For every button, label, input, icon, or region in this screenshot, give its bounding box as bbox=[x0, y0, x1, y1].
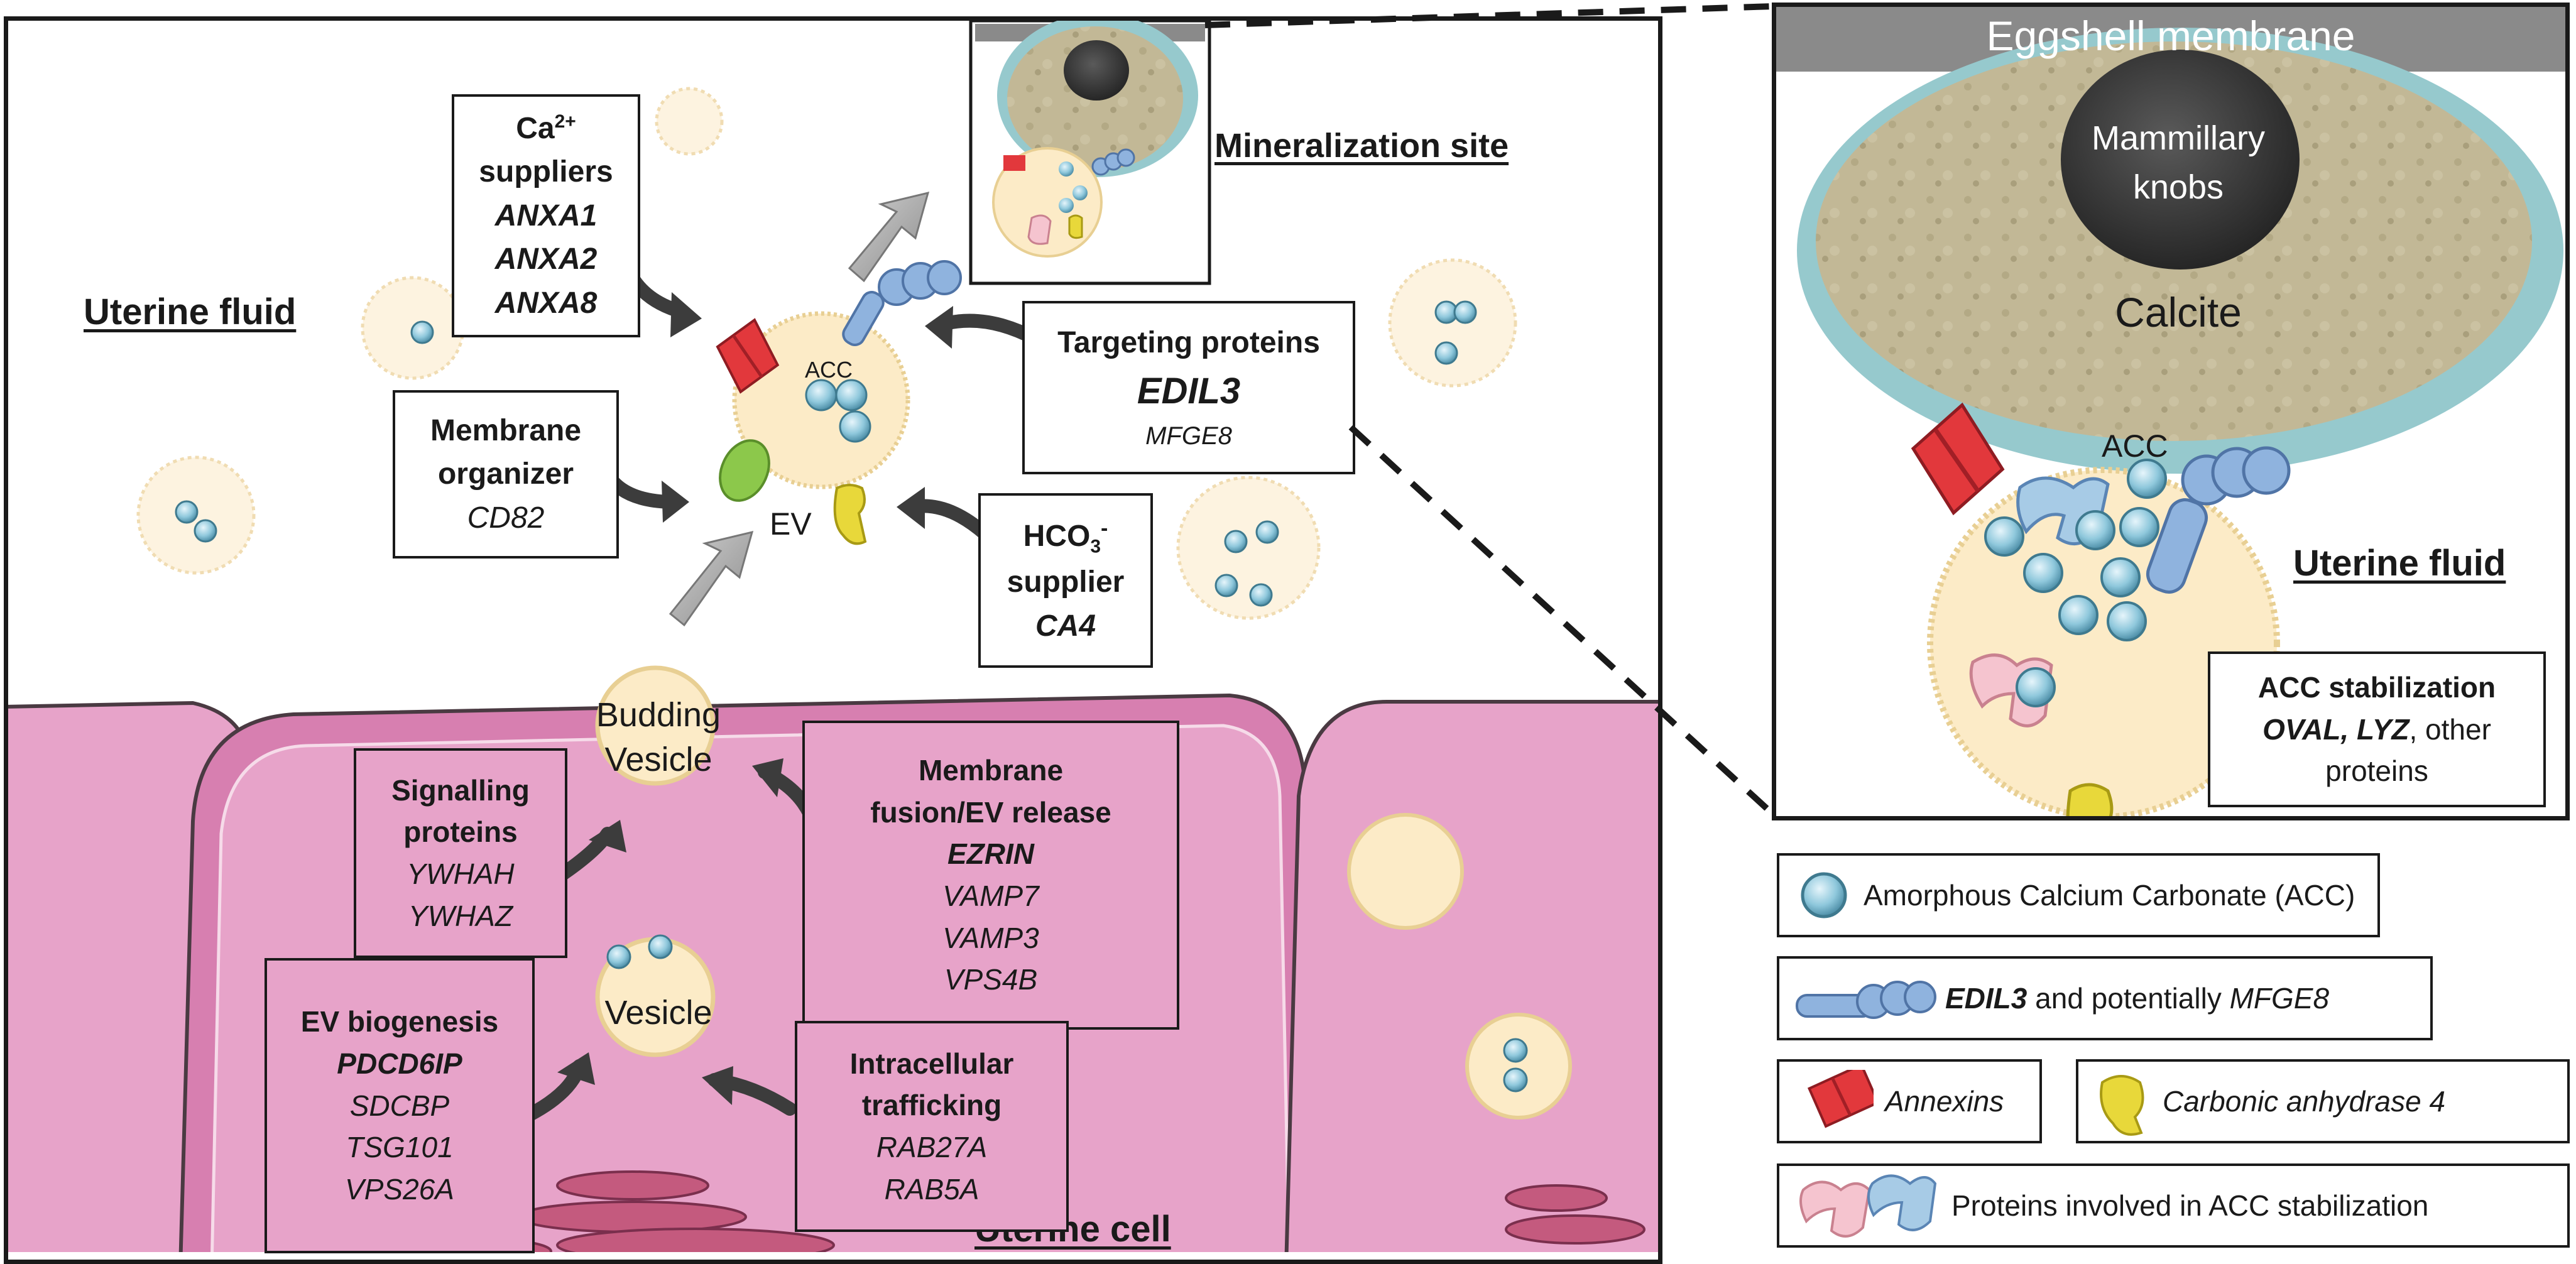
legend-edil3: EDIL3 and potentially MFGE8 bbox=[1777, 956, 2433, 1040]
acc-stabilization-title: ACC stabilization bbox=[2257, 670, 2496, 704]
gene-rab27a: RAB27A bbox=[876, 1131, 988, 1163]
budding-label-line2: Vesicle bbox=[604, 741, 712, 779]
legend-annexins: Annexins bbox=[1777, 1059, 2042, 1143]
ca-suppliers-subtitle: suppliers bbox=[479, 155, 613, 189]
ca-suppliers-box: Ca2+ suppliers ANXA1 ANXA2 ANXA8 bbox=[452, 94, 640, 337]
membrane-organizer-title1: Membrane bbox=[430, 413, 582, 447]
hco3-supplier-box: HCO3- supplier CA4 bbox=[978, 493, 1153, 668]
legend-ca4: Carbonic anhydrase 4 bbox=[2076, 1059, 2570, 1143]
gene-cd82: CD82 bbox=[467, 501, 545, 535]
gene-anxa1: ANXA1 bbox=[494, 199, 598, 232]
gene-tsg101: TSG101 bbox=[346, 1131, 454, 1164]
gene-vamp3: VAMP3 bbox=[942, 921, 1039, 954]
gene-mfge8: MFGE8 bbox=[1145, 422, 1232, 450]
hco3-title: HCO3- bbox=[1023, 516, 1108, 557]
zoom-acc-label: ACC bbox=[2102, 428, 2168, 464]
extracellular-vesicle bbox=[732, 311, 910, 489]
trafficking-title1: Intracellular bbox=[849, 1047, 1014, 1080]
uterine-fluid-label: Uterine fluid bbox=[84, 291, 297, 332]
acc-icon bbox=[1801, 872, 1847, 918]
gene-anxa2: ANXA2 bbox=[494, 242, 598, 276]
gene-edil3: EDIL3 bbox=[1137, 370, 1241, 411]
gene-pdcd6ip: PDCD6IP bbox=[337, 1047, 462, 1080]
ca-suppliers-title: Ca2+ bbox=[516, 111, 576, 145]
zoom-panel: Eggshell membrane Mammillary knobs Calci… bbox=[1772, 3, 2570, 820]
signalling-title2: proteins bbox=[403, 815, 518, 849]
mammillary-line2: knobs bbox=[2132, 168, 2224, 207]
membrane-organizer-box: Membrane organizer CD82 bbox=[393, 390, 619, 558]
gene-vps4b: VPS4B bbox=[944, 963, 1038, 996]
vesicle-label: Vesicle bbox=[604, 994, 712, 1032]
targeting-proteins-title: Targeting proteins bbox=[1057, 326, 1320, 360]
mammillary-line1: Mammillary bbox=[2092, 119, 2265, 157]
zoom-uterine-fluid-label: Uterine fluid bbox=[2293, 543, 2506, 584]
membrane-fusion-box: Membrane fusion/EV release EZRIN VAMP7 V… bbox=[802, 721, 1179, 1030]
ev-label: EV bbox=[770, 506, 812, 542]
mineralization-zoom-illustration bbox=[1776, 7, 2565, 816]
membrane-fusion-title2: fusion/EV release bbox=[870, 795, 1111, 829]
gene-anxa8: ANXA8 bbox=[494, 286, 598, 320]
gene-sdcbp: SDCBP bbox=[349, 1089, 450, 1122]
carbonic-anhydrase-icon bbox=[2100, 1075, 2144, 1136]
legend-edil3-label: EDIL3 and potentially MFGE8 bbox=[1945, 982, 2330, 1015]
ev-biogenesis-title: EV biogenesis bbox=[300, 1005, 499, 1038]
acc-stabilization-proteins: OVAL, LYZ, other bbox=[2262, 712, 2491, 746]
signalling-title1: Signalling bbox=[391, 773, 530, 807]
membrane-fusion-title1: Membrane bbox=[918, 753, 1064, 787]
gene-ezrin: EZRIN bbox=[947, 837, 1034, 871]
gene-ywhah: YWHAH bbox=[407, 858, 515, 890]
main-panel: Uterine fluid Mineralization site Uterin… bbox=[4, 16, 1662, 1264]
targeting-proteins-box: Targeting proteins EDIL3 MFGE8 bbox=[1022, 301, 1355, 474]
acc-stabilization-proteins-icon bbox=[1799, 1174, 1937, 1238]
annexin-icon bbox=[1807, 1070, 1874, 1128]
acc-stabilization-last: proteins bbox=[2325, 755, 2428, 788]
calcite-label: Calcite bbox=[2115, 289, 2242, 335]
legend-acc-label: Amorphous Calcium Carbonate (ACC) bbox=[1864, 879, 2355, 912]
mammillary-knobs-label: Mammillary knobs bbox=[2053, 114, 2304, 212]
mineralization-site-label: Mineralization site bbox=[1214, 127, 1509, 165]
legend-acc-proteins: Proteins involved in ACC stabilization bbox=[1777, 1163, 2570, 1248]
edil3-icon bbox=[1796, 981, 1936, 1019]
budding-vesicle-label: Budding Vesicle bbox=[592, 693, 724, 783]
signalling-proteins-box: Signalling proteins YWHAH YWHAZ bbox=[354, 748, 567, 958]
legend-acc-proteins-label: Proteins involved in ACC stabilization bbox=[1951, 1189, 2429, 1222]
eggshell-membrane-label: Eggshell membrane bbox=[1986, 13, 2355, 59]
legend-ca4-label: Carbonic anhydrase 4 bbox=[2163, 1085, 2446, 1118]
gene-rab5a: RAB5A bbox=[884, 1172, 980, 1206]
edil3-shape bbox=[842, 260, 962, 346]
gene-ywhaz: YWHAZ bbox=[408, 899, 513, 932]
gene-ca4: CA4 bbox=[1035, 609, 1096, 643]
legend-annexins-label: Annexins bbox=[1885, 1085, 2004, 1118]
membrane-organizer-title2: organizer bbox=[437, 457, 574, 491]
hco3-subtitle: supplier bbox=[1007, 565, 1125, 599]
intracellular-trafficking-box: Intracellular trafficking RAB27A RAB5A bbox=[795, 1021, 1069, 1232]
budding-label-line1: Budding bbox=[596, 696, 721, 734]
trafficking-title2: trafficking bbox=[861, 1089, 1002, 1122]
gene-vamp7: VAMP7 bbox=[942, 880, 1039, 912]
acc-stabilization-box: ACC stabilization OVAL, LYZ, other prote… bbox=[2208, 651, 2546, 807]
annexin-shape bbox=[716, 318, 780, 394]
legend-acc: Amorphous Calcium Carbonate (ACC) bbox=[1777, 853, 2380, 937]
ev-biogenesis-box: EV biogenesis PDCD6IP SDCBP TSG101 VPS26… bbox=[265, 958, 535, 1253]
acc-label: ACC bbox=[805, 357, 853, 383]
gene-vps26a: VPS26A bbox=[345, 1173, 454, 1206]
